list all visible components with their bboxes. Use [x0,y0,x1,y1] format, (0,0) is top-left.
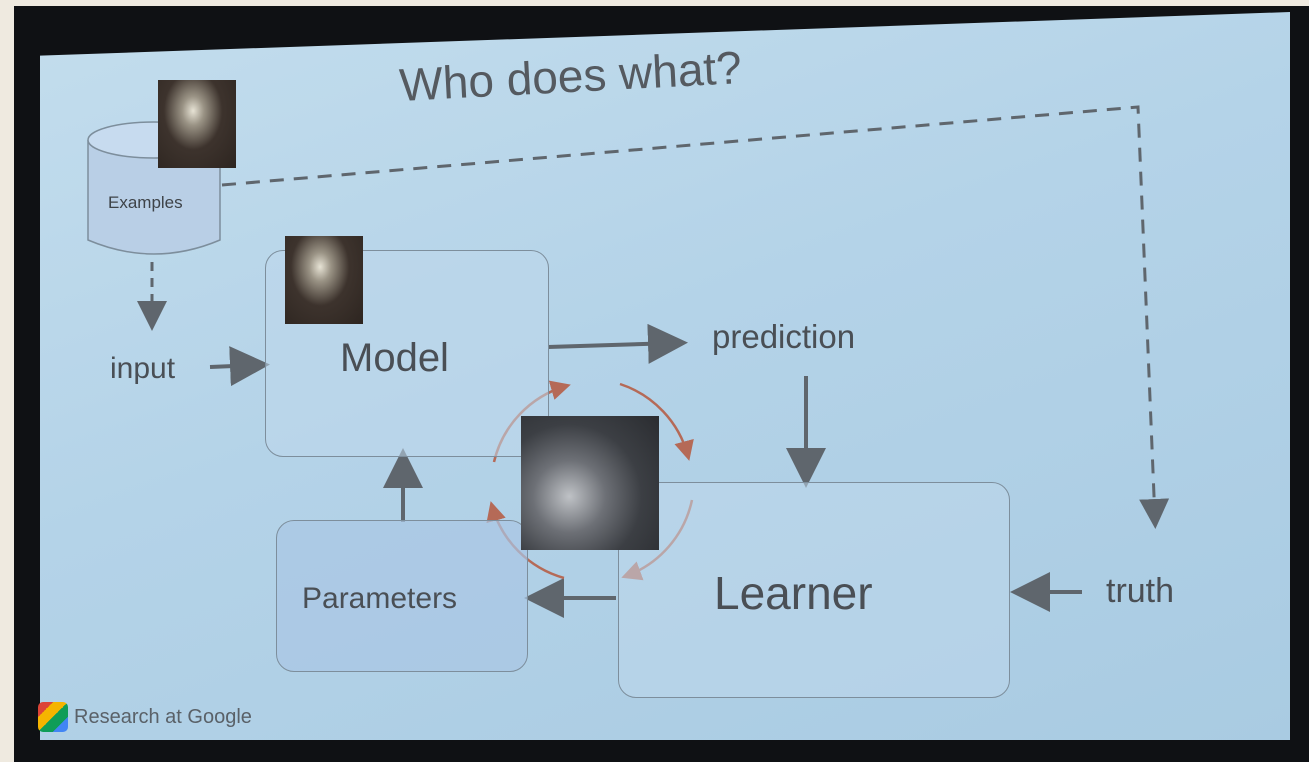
examples-label: Examples [108,193,183,212]
truth-dashed-line [221,105,1170,529]
model-to-prediction-arrow [547,323,688,364]
lightbulb-photo-icon [285,236,363,324]
prediction-label: prediction [712,318,856,355]
parameters-box [276,520,528,672]
input-label: input [110,352,176,385]
google-research-logo-icon [38,702,68,732]
footer-text: Research at Google [74,705,252,728]
parameters-label: Parameters [302,582,458,615]
learner-label: Learner [714,567,873,619]
truth-label: truth [1106,572,1175,610]
model-label: Model [340,336,449,380]
lightbulb-photo-icon [158,80,236,168]
model-box [265,250,549,457]
footer-branding: Research at Google [38,702,252,732]
input-to-model-arrow [209,346,270,387]
gears-photo-icon [521,416,659,550]
learner-box [618,482,1010,698]
